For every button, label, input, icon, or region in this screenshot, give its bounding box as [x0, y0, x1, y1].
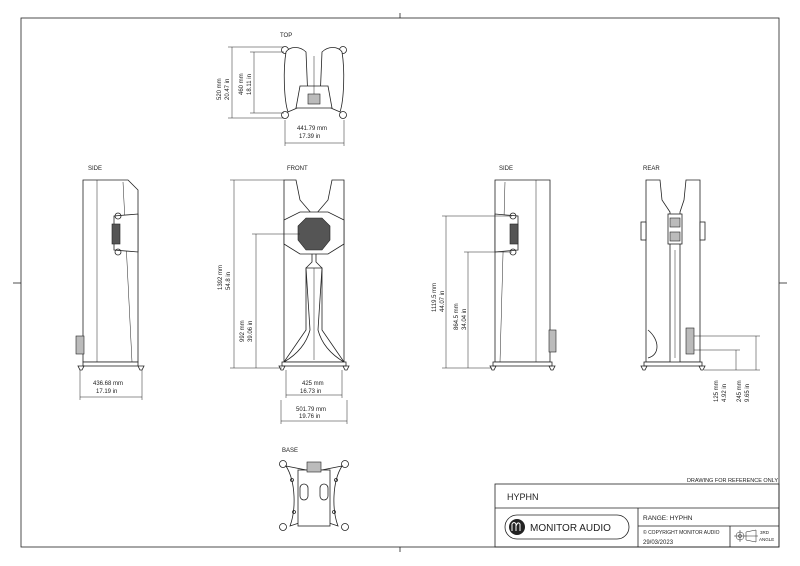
dim-text: 39.06 in [248, 321, 254, 342]
rear-view: REAR 125 mm 4.92 in 245 mm 9.65 in [640, 166, 760, 402]
front-label: FRONT [287, 166, 308, 172]
rear-cable [647, 329, 658, 359]
dim-text: 34.04 in [462, 309, 468, 330]
side-right-driver [509, 223, 519, 245]
screw-icon [292, 510, 296, 514]
side-view-left: SIDE 436.68 mm 17.19 in [75, 166, 145, 400]
side-view-right: SIDE 1119.5 mm 44.07 in 864.5 mm 34.04 i… [432, 166, 557, 371]
dim-text: 54.8 in [226, 272, 232, 290]
rear-base [643, 361, 703, 367]
side-left-body [82, 179, 139, 363]
projection-label: ANGLE [759, 537, 774, 542]
third-angle-projection-icon [734, 529, 758, 543]
front-base [281, 361, 347, 367]
top-view: TOP 520 mm 20.47 in 460 mm 18.11 in 441.… [217, 33, 347, 146]
foot-icon [342, 365, 350, 371]
dim-text: 245 mm [737, 380, 743, 402]
base-view: BASE [279, 448, 349, 531]
dim-text: 44.07 in [440, 291, 446, 312]
side-right-body [494, 179, 551, 363]
dim-text: 4.92 in [722, 384, 728, 402]
front-view: FRONT 1392 mm 54.8 in 992 mm 39.06 in 42… [218, 166, 350, 424]
rear-binding-posts [685, 327, 695, 355]
product-name: HYPHN [507, 492, 539, 502]
screw-icon [114, 212, 122, 220]
foot-icon [341, 460, 349, 468]
front-driver [297, 217, 331, 251]
screw-icon [290, 478, 294, 482]
screw-icon [334, 478, 338, 482]
copyright: © COPYRIGHT MONITOR AUDIO [643, 529, 720, 536]
side-left-label: SIDE [88, 166, 102, 172]
foot-icon [137, 365, 145, 371]
side-right-label: SIDE [499, 166, 513, 172]
title-block: DRAWING FOR REFERENCE ONLY HYPHN MONITOR… [494, 478, 780, 548]
rear-side-pod [640, 221, 647, 241]
foot-icon [279, 460, 287, 468]
side-left-driver [111, 223, 121, 245]
dim-text: 18.11 in [247, 74, 253, 95]
screw-icon [332, 510, 336, 514]
brand-logo-icon [509, 519, 525, 535]
dim-text: 16.73 in [300, 389, 321, 395]
dim-text: 17.19 in [96, 389, 117, 395]
side-left-base [82, 361, 139, 367]
brand-name: MONITOR AUDIO [530, 523, 611, 534]
dim-text: 992 mm [240, 320, 246, 342]
projection-label: 3RD [760, 530, 770, 535]
foot-icon [640, 365, 648, 371]
dim-text: 441.79 mm [297, 126, 327, 132]
screw-icon [114, 248, 122, 256]
foot-icon [698, 365, 706, 371]
foot-icon [339, 111, 347, 119]
rear-terminal [669, 217, 681, 228]
dim-text: 125 mm [714, 380, 720, 402]
reference-note: DRAWING FOR REFERENCE ONLY [687, 478, 778, 484]
range-label: RANGE: HYPHN [643, 515, 693, 522]
dim-text: 460 mm [239, 73, 245, 95]
base-slot [319, 483, 329, 501]
base-label: BASE [282, 448, 298, 454]
rear-label: REAR [643, 166, 660, 172]
dim-text: 1119.5 mm [432, 283, 438, 312]
foot-icon [489, 365, 497, 371]
dim-text: 1392 mm [218, 265, 224, 290]
drawing-date: 29/03/2023 [643, 540, 674, 546]
dim-text: 864.5 mm [454, 303, 460, 330]
dim-text: 9.65 in [745, 384, 751, 402]
dim-text: 19.76 in [299, 414, 320, 420]
side-right-edge [499, 181, 506, 363]
dim-text: 425 mm [302, 381, 324, 387]
foot-icon [341, 523, 349, 531]
rear-side-pod [699, 221, 706, 241]
foot-icon [548, 365, 556, 371]
foot-icon [278, 365, 286, 371]
base-plate [297, 469, 331, 527]
title-block-frame [494, 483, 780, 548]
dim-text: 501.79 mm [296, 407, 326, 413]
foot-icon [279, 523, 287, 531]
foot-icon [281, 111, 289, 119]
rear-terminal [669, 231, 681, 242]
dim-text: 436.68 mm [93, 381, 123, 387]
side-left-edge [122, 181, 133, 363]
dim-text: 17.39 in [299, 134, 320, 140]
side-right-terminals [548, 329, 557, 353]
foot-icon [77, 365, 85, 371]
base-slot [299, 483, 309, 501]
dim-text: 520 mm [217, 78, 223, 100]
rear-left-panel [645, 179, 671, 363]
side-left-terminals [75, 335, 85, 355]
top-view-label: TOP [280, 33, 292, 39]
brand-logo-glyph [511, 522, 521, 531]
dim-text: 20.47 in [225, 79, 231, 100]
top-terminal [307, 93, 321, 105]
brand-logo-frame [504, 514, 630, 540]
base-terminal [306, 461, 322, 473]
side-right-base [492, 361, 553, 367]
